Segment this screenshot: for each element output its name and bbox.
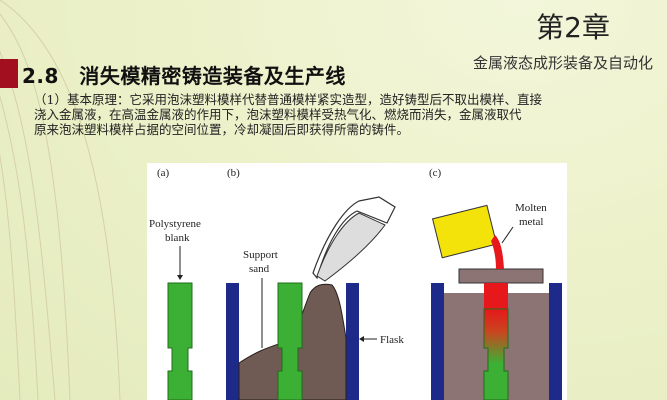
flask-c-right-wall	[549, 283, 562, 400]
panel-b-label: (b)	[227, 167, 240, 179]
ladle	[431, 204, 498, 259]
pattern-in-flask	[277, 282, 303, 400]
flask-label: Flask	[380, 334, 404, 346]
support-label: Support	[243, 249, 278, 261]
paragraph-line: 原来泡沫塑料模样占据的空间位置，冷却凝固后即获得所需的铸件。	[34, 122, 410, 137]
principle-paragraph: （1）基本原理：它采用泡沫塑料模样代替普通模样紧实造型，造好铸型后不取出模样、直…	[34, 92, 644, 137]
pouring-basin	[458, 268, 544, 284]
metal-label: metal	[519, 216, 543, 228]
blank-label: blank	[165, 232, 190, 244]
flask-c-left-wall	[431, 283, 444, 400]
molten-metal-stream	[491, 235, 504, 269]
panel-a-label: (a)	[157, 167, 170, 179]
pointer-arrow	[177, 275, 183, 280]
flask-pointer-arrow	[359, 336, 364, 342]
sand-label: sand	[249, 263, 270, 275]
polystyrene-label: Polystyrene	[149, 218, 201, 230]
section-accent-bar	[0, 59, 18, 88]
paragraph-line: （1）基本原理：它采用泡沫塑料模样代替普通模样紧实造型，造好铸型后不取出模样、直…	[34, 92, 542, 107]
chapter-title: 第2章	[536, 11, 610, 44]
chapter-subtitle: 金属液态成形装备及自动化	[472, 54, 653, 72]
pattern-replaced-by-metal	[483, 308, 509, 400]
sand-pouring-bucket	[312, 196, 396, 280]
section-title: 2.8 消失模精密铸造装备及生产线	[22, 64, 346, 88]
sprue-metal	[484, 283, 508, 309]
paragraph-line: 浇入金属液，在高温金属液的作用下，泡沫塑料模样受热气化、燃烧而消失，金属液取代	[34, 107, 522, 122]
molten-label: Molten	[515, 202, 547, 214]
flask-right-wall	[346, 283, 359, 400]
bucket-inner	[316, 212, 386, 282]
panel-c-label: (c)	[429, 167, 442, 179]
molten-pointer-line	[501, 226, 514, 244]
polystyrene-blank	[167, 282, 193, 400]
process-figure: (a) (b) (c) Polystyrene blank Support sa…	[147, 163, 567, 400]
flask-left-wall	[226, 283, 239, 400]
